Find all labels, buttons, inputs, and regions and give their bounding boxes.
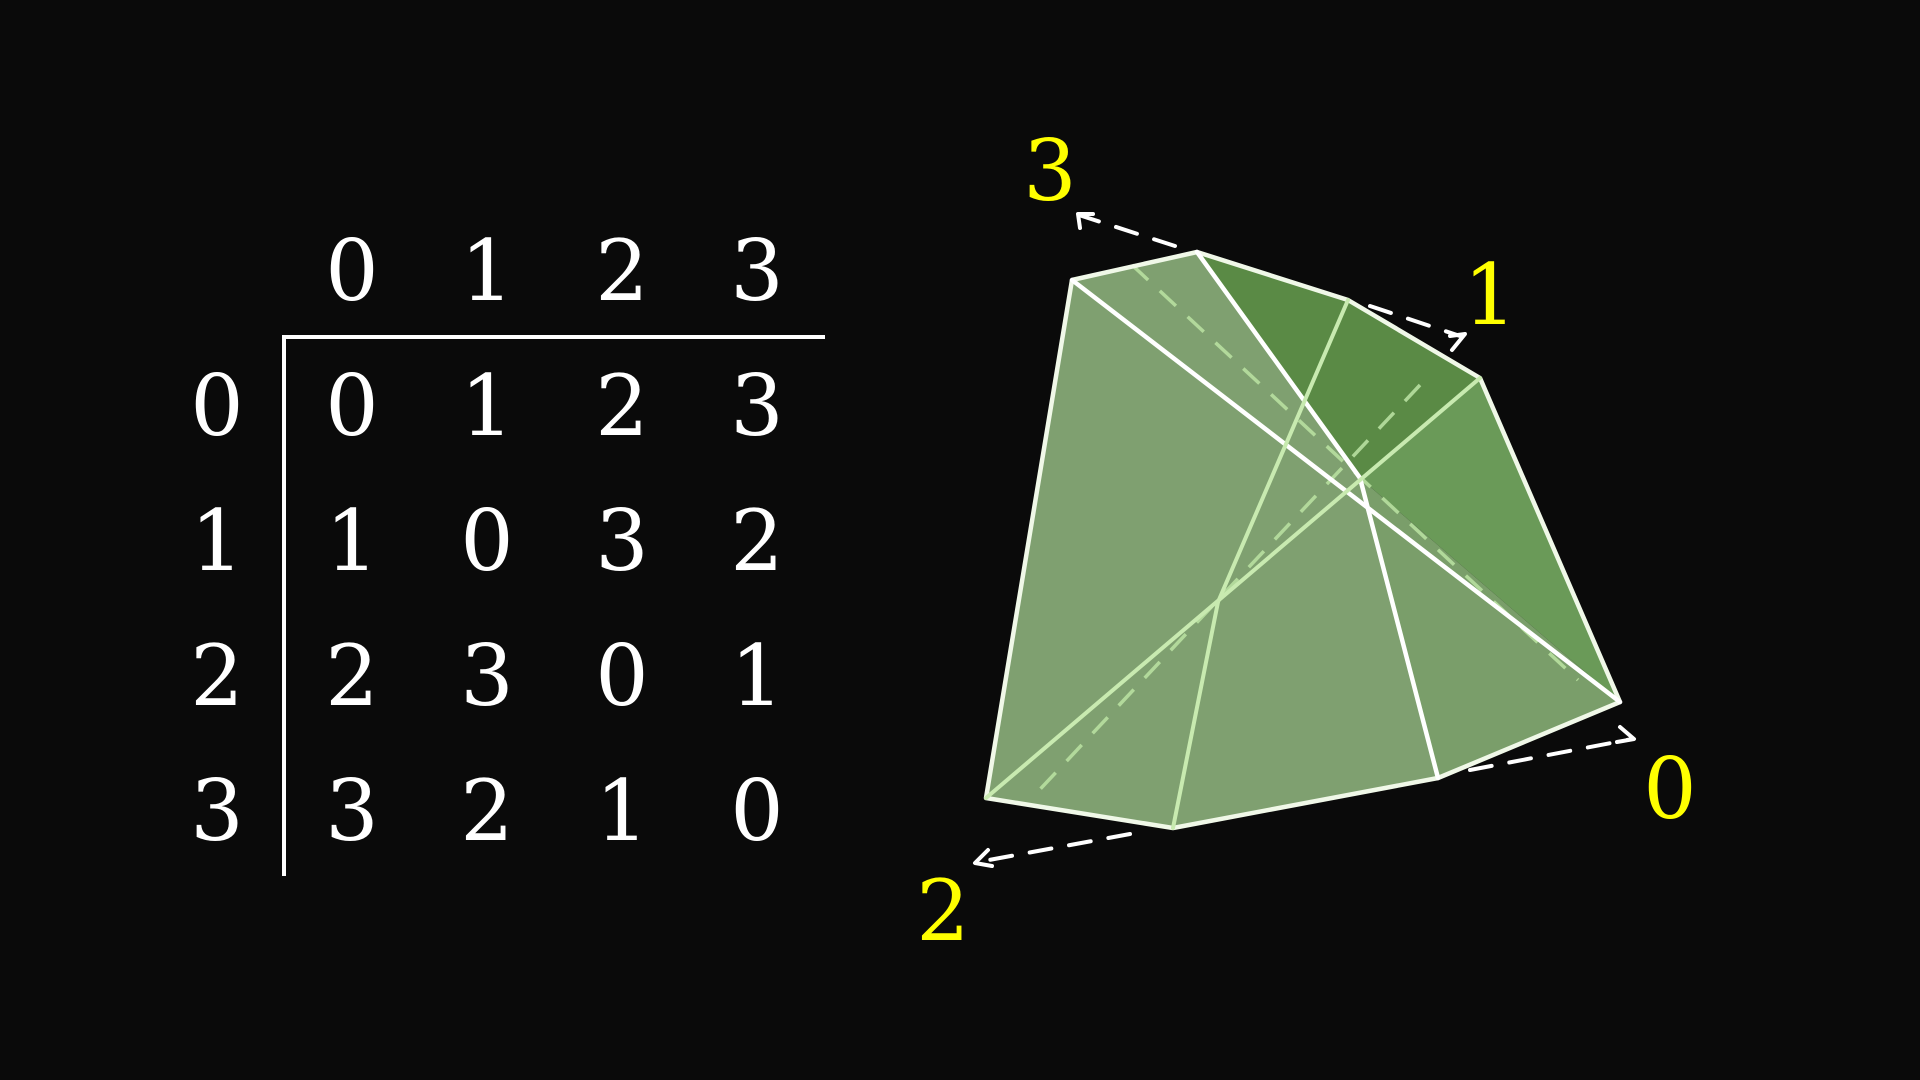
axis-1	[1368, 304, 1462, 338]
inner-edge	[1194, 249, 1363, 481]
table-cell: 1	[730, 627, 783, 725]
inner-edge	[984, 376, 1482, 800]
face-right	[1360, 378, 1620, 702]
axis-3	[1080, 214, 1177, 248]
row-header-0: 0	[190, 357, 243, 455]
polyhedron-diagram: 0 1 2 3	[916, 122, 1696, 960]
face-top-right	[1197, 252, 1480, 478]
table-cell: 3	[730, 357, 783, 455]
table-cell: 1	[460, 357, 513, 455]
axis-0	[1468, 737, 1634, 772]
inner-edge	[1216, 298, 1350, 604]
arrowhead-icon	[1615, 725, 1636, 744]
arrowhead-icon	[973, 848, 994, 868]
row-header-2: 2	[190, 627, 243, 725]
table-cell: 3	[325, 762, 378, 860]
axis-2	[976, 832, 1132, 864]
table-cell: 2	[595, 357, 648, 455]
arrowhead-icon	[1448, 332, 1467, 352]
axis-label-0: 0	[1643, 740, 1696, 838]
table-cell: 0	[595, 627, 648, 725]
face-bottom-middle	[1173, 478, 1438, 828]
table-cell: 2	[325, 627, 378, 725]
table-cell: 0	[325, 357, 378, 455]
table-cell: 2	[730, 492, 783, 590]
column-header-3: 3	[730, 222, 783, 320]
column-header-0: 0	[325, 222, 378, 320]
row-header-3: 3	[190, 762, 243, 860]
table-cell: 1	[595, 762, 648, 860]
axes	[976, 214, 1634, 864]
table-cell: 0	[460, 492, 513, 590]
table-cell: 3	[595, 492, 648, 590]
table-cell: 3	[460, 627, 513, 725]
column-header-1: 1	[460, 222, 513, 320]
row-header-1: 1	[190, 492, 243, 590]
inner-edges-soft	[984, 298, 1482, 830]
table-cell: 0	[730, 762, 783, 860]
axis-arrowheads	[973, 212, 1636, 868]
face-bottom-left	[986, 602, 1218, 828]
inner-edge	[1171, 600, 1220, 830]
axis-label-3: 3	[1023, 122, 1076, 220]
table-cell: 2	[460, 762, 513, 860]
cayley-table: 0 1 2 3 0 1 2 3 0 1 2 3 1 0 3 2 2 3 0 1 …	[190, 222, 825, 876]
arrowhead-icon	[1076, 212, 1095, 230]
face-left	[986, 252, 1360, 798]
column-header-2: 2	[595, 222, 648, 320]
inner-edge	[1357, 475, 1441, 781]
polyhedron-faces	[986, 252, 1620, 828]
axis-label-2: 2	[916, 862, 969, 960]
axis-label-1: 1	[1463, 246, 1516, 344]
table-cell: 1	[325, 492, 378, 590]
